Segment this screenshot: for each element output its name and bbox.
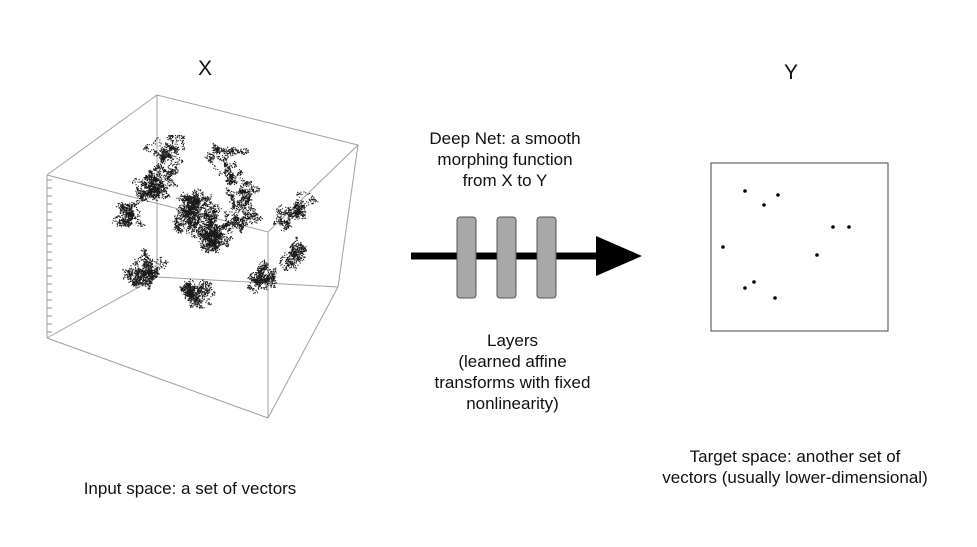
output-caption-line-1: Target space: another set of	[689, 447, 901, 466]
layers-description-line-2: (learned affine	[458, 352, 567, 371]
output-point-2	[762, 203, 766, 207]
layer-block-2	[496, 216, 517, 299]
layers-description-line-1: Layers	[486, 331, 539, 350]
input-space-caption: Input space: a set of vectors	[83, 479, 297, 498]
network-description: Deep Net: a smooth morphing function fro…	[410, 128, 600, 191]
input-cube	[46, 94, 359, 419]
point-cloud-dots	[111, 135, 319, 309]
network-layers	[456, 216, 557, 299]
cube-bottom-front-edge	[46, 337, 269, 419]
input-point-cloud	[111, 135, 319, 309]
layers-description: Layers (learned affine transforms with f…	[415, 330, 610, 414]
cube-back-right-edge	[337, 144, 359, 288]
output-points	[721, 189, 851, 300]
output-caption-line-2: vectors (usually lower-dimensional)	[662, 468, 928, 487]
network-description-line-1: Deep Net: a smooth	[429, 129, 581, 148]
output-point-9	[752, 280, 756, 284]
arrow-head	[596, 236, 642, 276]
input-space-title: X	[197, 57, 212, 80]
network-description-line-3: from X to Y	[462, 171, 548, 190]
transformation-arrow	[411, 236, 642, 276]
cube-top-face	[46, 94, 359, 233]
network-description-line-2: morphing function	[437, 150, 573, 169]
output-space-box	[710, 162, 889, 332]
output-point-10	[773, 296, 777, 300]
output-point-8	[743, 286, 747, 290]
layer-block-3	[536, 216, 557, 299]
cube-back-bottom-right-edge	[156, 276, 339, 288]
output-point-7	[847, 225, 851, 229]
output-point-1	[743, 189, 747, 193]
output-space-caption: Target space: another set of vectors (us…	[630, 446, 960, 488]
output-point-4	[721, 245, 725, 249]
cube-bottom-right-edge	[267, 286, 339, 419]
cube-back-bottom-left-edge	[46, 276, 158, 339]
output-point-3	[776, 193, 780, 197]
layers-description-line-4: nonlinearity)	[466, 394, 559, 413]
cube-axis-ticks	[47, 179, 52, 333]
output-point-6	[831, 225, 835, 229]
output-point-5	[815, 253, 819, 257]
layers-description-line-3: transforms with fixed	[434, 373, 591, 392]
layer-block-1	[456, 216, 477, 299]
output-space-title: Y	[783, 61, 798, 84]
